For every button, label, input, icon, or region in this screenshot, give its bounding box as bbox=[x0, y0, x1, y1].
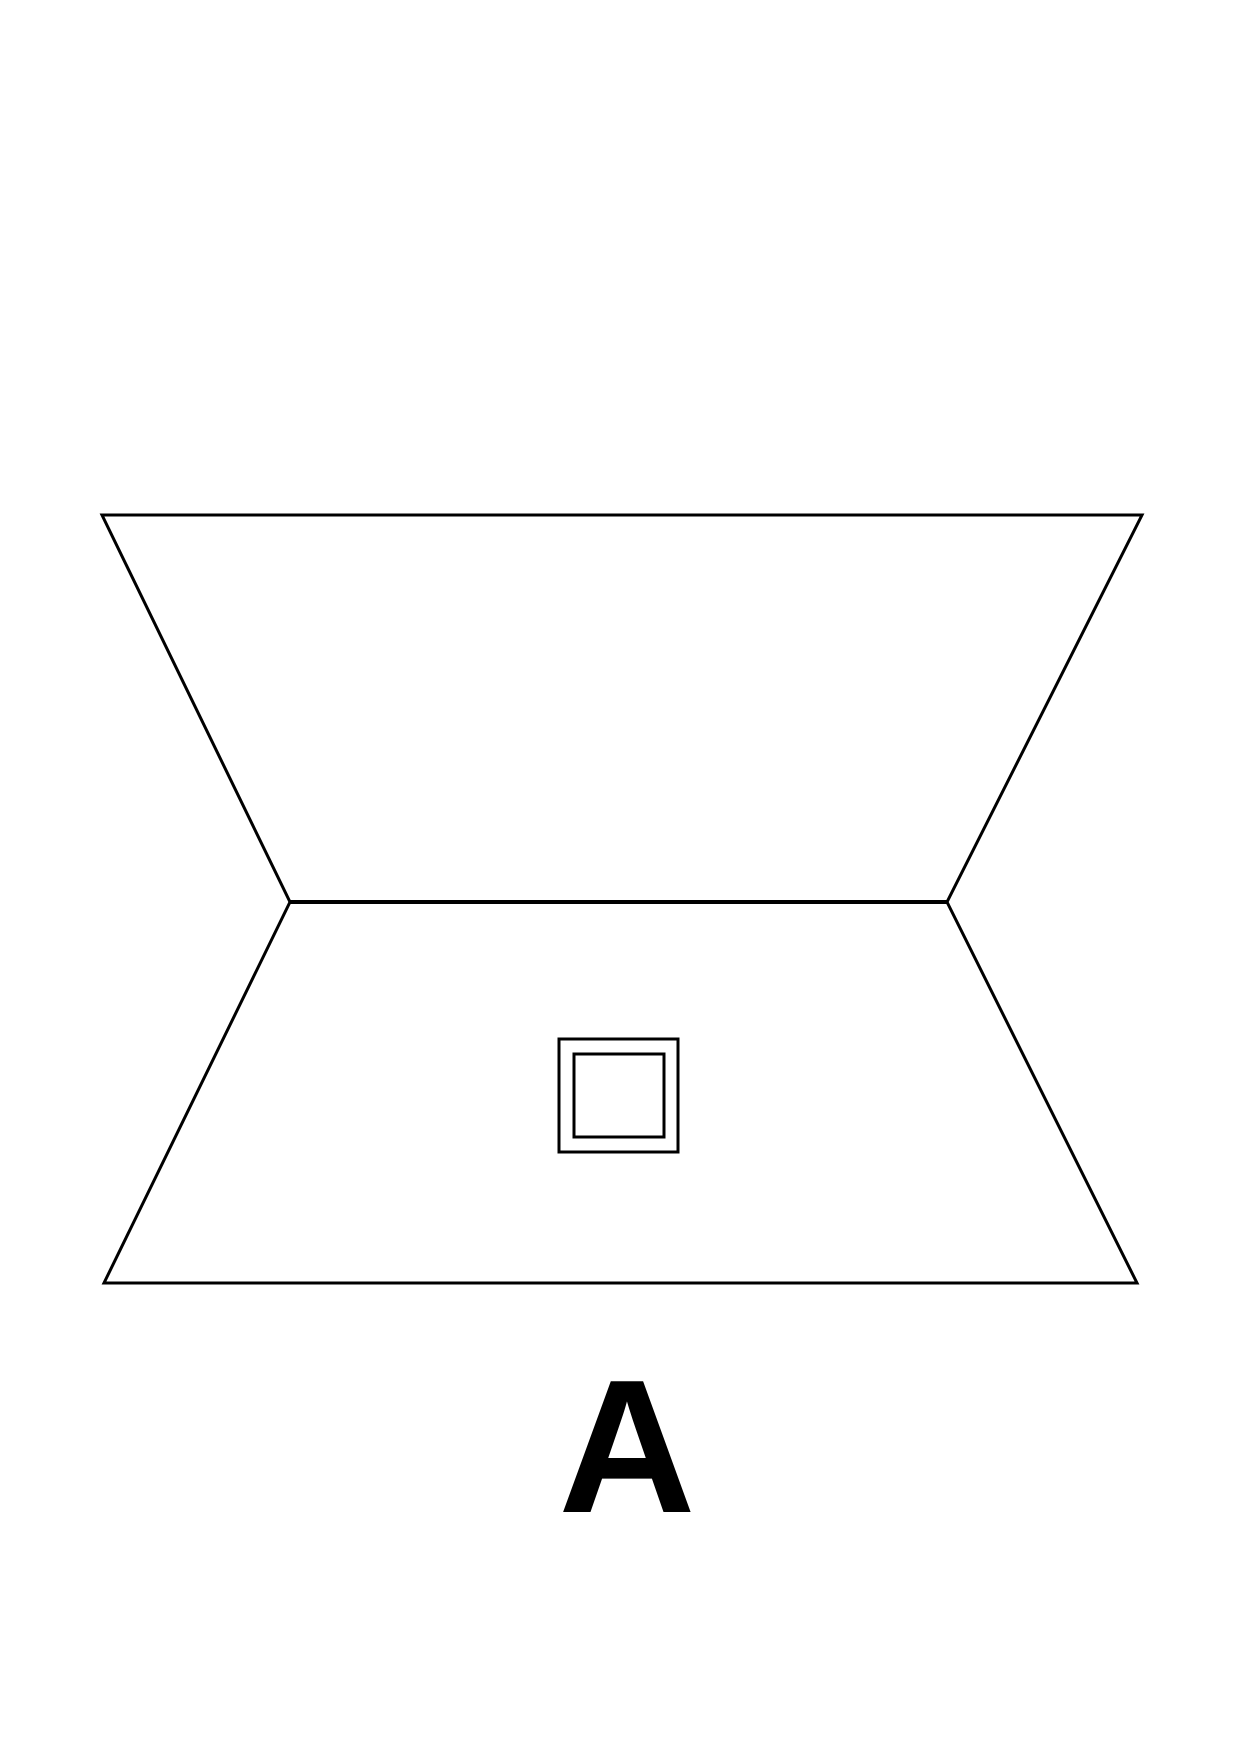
figure-label: A bbox=[558, 1341, 695, 1553]
inner-square bbox=[572, 1052, 666, 1139]
outer-square bbox=[557, 1037, 680, 1154]
upper-trapezoid bbox=[99, 513, 1145, 904]
lower-trapezoid bbox=[101, 900, 1140, 1285]
